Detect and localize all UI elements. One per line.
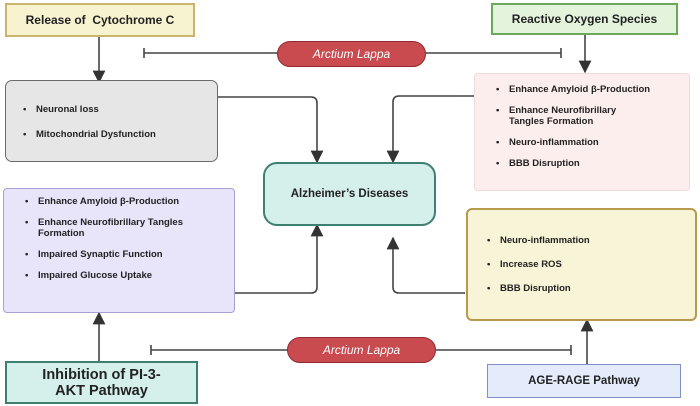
list-item: Neuro-inflammation: [487, 235, 695, 246]
list-item: Enhance Neurofibrillary Tangles Formatio…: [25, 217, 218, 239]
list-item: Enhance Amyloid β-Production: [496, 84, 689, 95]
list-item: BBB Disruption: [496, 158, 689, 169]
purple-effects-box: Enhance Amyloid β-Production Enhance Neu…: [3, 188, 235, 313]
arctium-lappa-bottom: Arctium Lappa: [287, 337, 436, 363]
list-item: Neuro-inflammation: [496, 137, 689, 148]
arrow-pink-to-center: [386, 95, 474, 164]
age-rage-box: AGE-RAGE Pathway: [487, 364, 681, 398]
pi3-akt-label: Inhibition of PI-3-AKT Pathway: [42, 366, 161, 399]
list-item: Enhance Amyloid β-Production: [25, 196, 234, 207]
arrow-yellow-to-center: [386, 236, 465, 294]
yellow-effects-list: Neuro-inflammation Increase ROS BBB Disr…: [478, 235, 695, 294]
list-item: Enhance Neurofibrillary Tangles Formatio…: [496, 105, 649, 127]
pi3-akt-box: Inhibition of PI-3-AKT Pathway: [5, 361, 198, 404]
list-item: Mitochondrial Dysfunction: [23, 129, 217, 140]
arrow-purple-to-center: [233, 223, 324, 294]
list-item: Increase ROS: [487, 259, 695, 270]
grey-effects-box: Neuronal loss Mitochondrial Dysfunction: [5, 80, 218, 162]
pink-effects-box: Enhance Amyloid β-Production Enhance Neu…: [474, 73, 690, 191]
list-item: Impaired Glucose Uptake: [25, 270, 234, 281]
arctium-lappa-top-label: Arctium Lappa: [312, 47, 391, 61]
ros-label: Reactive Oxygen Species: [511, 12, 658, 26]
list-item: Impaired Synaptic Function: [25, 249, 234, 260]
arctium-lappa-bottom-label: Arctium Lappa: [322, 343, 401, 357]
arctium-lappa-top: Arctium Lappa: [277, 41, 426, 67]
grey-effects-list: Neuronal loss Mitochondrial Dysfunction: [14, 104, 217, 140]
alzheimers-disease-label: Alzheimer’s Diseases: [290, 188, 409, 200]
arrow-grey-to-center: [218, 96, 324, 164]
cytochrome-c-label: Release of Cytochrome C: [25, 13, 175, 27]
age-rage-label: AGE-RAGE Pathway: [528, 375, 640, 387]
purple-effects-list: Enhance Amyloid β-Production Enhance Neu…: [16, 196, 234, 281]
alzheimers-disease-box: Alzheimer’s Diseases: [263, 162, 436, 226]
pink-effects-list: Enhance Amyloid β-Production Enhance Neu…: [487, 84, 689, 169]
list-item: Neuronal loss: [23, 104, 217, 115]
cytochrome-c-box: Release of Cytochrome C: [5, 3, 195, 37]
list-item: BBB Disruption: [487, 283, 695, 294]
ros-box: Reactive Oxygen Species: [491, 3, 678, 35]
yellow-effects-box: Neuro-inflammation Increase ROS BBB Disr…: [466, 208, 697, 321]
